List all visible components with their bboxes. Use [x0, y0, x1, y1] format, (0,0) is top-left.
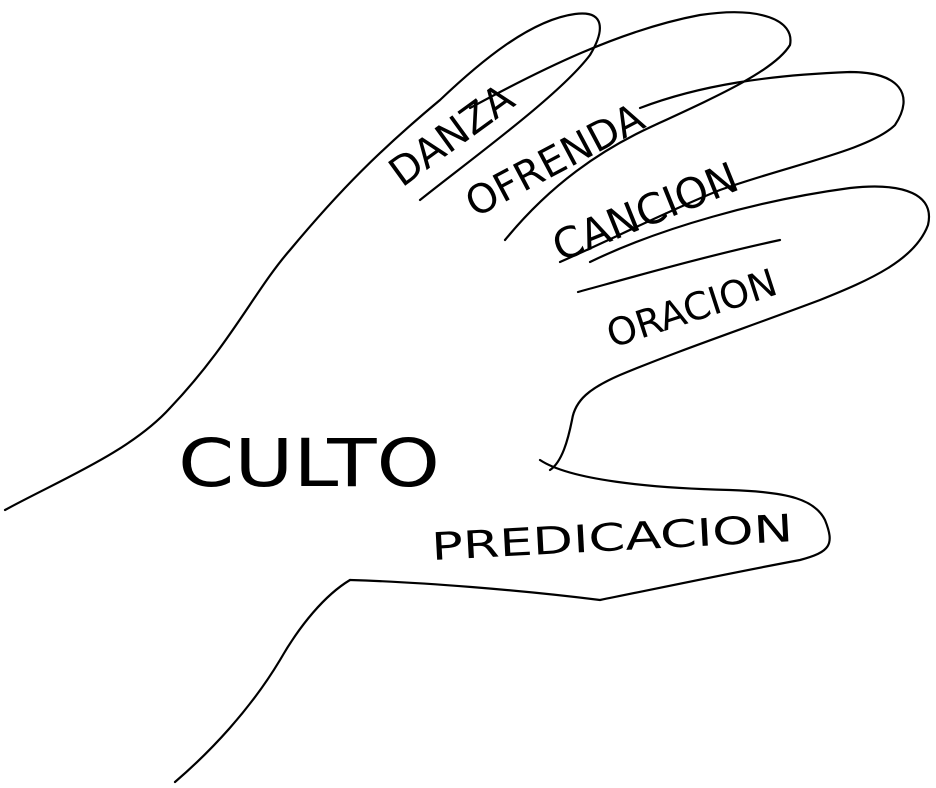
finger-label-oracion: ORACION: [601, 260, 782, 356]
finger-cancion-outline: [558, 70, 905, 264]
center-label-culto: CULTO: [178, 425, 440, 502]
finger-oracion-inner-line: [576, 238, 782, 294]
thumb-predicacion-outline: [348, 458, 831, 602]
hand-back-edge: [3, 12, 601, 512]
finger-oracion-outline: [548, 185, 931, 472]
wrist-lower-edge: [173, 578, 352, 784]
finger-ofrenda-outline: [468, 11, 792, 242]
hand-outline: [3, 11, 931, 784]
thumb-label-predicacion: PREDICACION: [430, 506, 794, 569]
finger-labels: DANZA OFRENDA CANCION ORACION PREDICACIO…: [381, 75, 794, 569]
